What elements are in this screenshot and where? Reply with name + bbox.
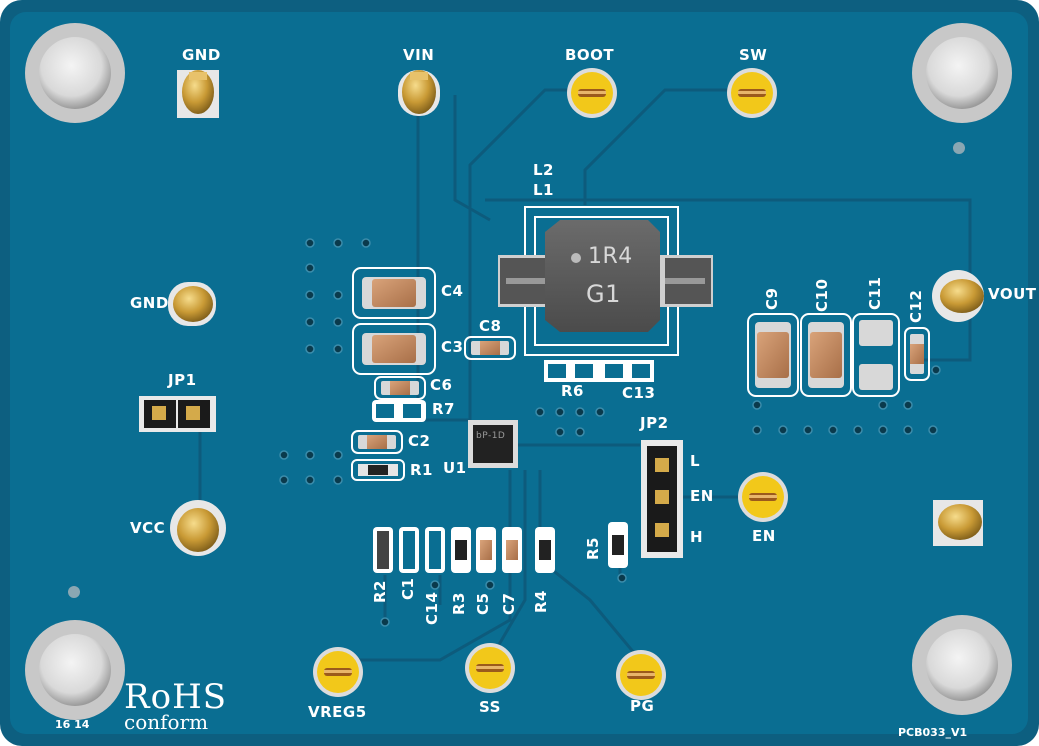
refdes-r2: R2: [371, 580, 389, 603]
capacitor-c11: [852, 313, 900, 397]
refdes-r4: R4: [532, 590, 550, 613]
capacitor-c3: [352, 323, 436, 375]
mounting-hole-bottom-right: [912, 615, 1012, 715]
refdes-c7: C7: [500, 592, 518, 615]
refdes-c2: C2: [408, 432, 431, 450]
inductor-marking-2: G1: [586, 280, 621, 308]
label-vcc: VCC: [130, 519, 166, 537]
ic-u1: [468, 420, 518, 468]
inductor-l1: [498, 206, 713, 356]
testpoint-sw: [727, 68, 777, 118]
label-ss: SS: [479, 698, 501, 716]
refdes-r6: R6: [561, 382, 584, 400]
testpoint-boot: [567, 68, 617, 118]
refdes-c1: C1: [399, 577, 417, 600]
refdes-c13: C13: [622, 384, 656, 402]
mounting-hole-bottom-left: [25, 620, 125, 720]
terminal-vout: [932, 270, 984, 322]
refdes-l1: L1: [533, 181, 554, 199]
label-sw: SW: [739, 46, 768, 64]
label-gnd-top: GND: [182, 46, 221, 64]
jp2-label-en: EN: [690, 487, 714, 505]
refdes-r3: R3: [450, 592, 468, 615]
label-vreg5: VREG5: [308, 703, 367, 721]
terminal-vcc: [170, 500, 226, 556]
jumper-jp2: [641, 440, 683, 558]
rohs-title: RoHS: [124, 677, 228, 717]
terminal-right: [933, 500, 983, 546]
mounting-hole-top-right: [912, 23, 1012, 123]
label-vout: VOUT: [988, 285, 1037, 303]
capacitor-c12: [904, 327, 930, 381]
label-boot: BOOT: [565, 46, 615, 64]
label-en: EN: [752, 527, 776, 545]
resistor-r1: [351, 459, 405, 481]
label-gnd-left: GND: [130, 294, 169, 312]
ic-marking: bP-1D: [476, 431, 506, 441]
testpoint-vreg5: [313, 647, 363, 697]
label-vin: VIN: [403, 46, 435, 64]
date-code: 16 14: [55, 718, 90, 731]
refdes-c11: C11: [866, 276, 884, 310]
refdes-jp2: JP2: [640, 414, 669, 432]
refdes-r1: R1: [410, 461, 433, 479]
refdes-c10: C10: [813, 278, 831, 312]
capacitor-c9: [747, 313, 799, 397]
terminal-gnd-left: [168, 282, 216, 326]
testpoint-ss: [465, 643, 515, 693]
capacitor-c4: [352, 267, 436, 319]
inductor-marking-1: 1R4: [588, 244, 633, 269]
vias: [279, 238, 941, 627]
testpoint-en: [738, 472, 788, 522]
jumper-jp1: [139, 396, 216, 432]
terminal-gnd-top: [177, 70, 219, 118]
refdes-c4: C4: [441, 282, 464, 300]
refdes-c9: C9: [763, 287, 781, 310]
refdes-c3: C3: [441, 338, 464, 356]
ground-pour: [10, 12, 1028, 734]
bottom-row-components: [373, 522, 628, 573]
refdes-u1: U1: [443, 459, 467, 477]
jp2-label-h: H: [690, 528, 704, 546]
capacitor-c8: [464, 336, 516, 360]
refdes-r5: R5: [584, 537, 602, 560]
label-pg: PG: [630, 697, 655, 715]
refdes-r7: R7: [432, 400, 455, 418]
refdes-c14: C14: [423, 591, 441, 625]
refdes-jp1: JP1: [168, 371, 197, 389]
rohs-mark: RoHS conform: [124, 680, 227, 732]
terminal-vin: [398, 70, 440, 116]
resistor-r6-c13: [544, 360, 654, 382]
refdes-c12: C12: [907, 289, 925, 323]
mounting-hole-top-left: [25, 23, 125, 123]
refdes-c8: C8: [479, 317, 502, 335]
capacitor-c6: [374, 376, 426, 400]
refdes-l2: L2: [533, 161, 554, 179]
testpoint-pg: [616, 650, 666, 700]
capacitor-c10: [800, 313, 852, 397]
board-name: PCB033_V1: [898, 726, 968, 739]
rohs-subtitle: conform: [124, 710, 209, 734]
refdes-c5: C5: [474, 592, 492, 615]
capacitor-c2: [351, 430, 403, 454]
jp2-label-l: L: [690, 452, 701, 470]
mounting-holes: [25, 23, 1012, 720]
resistor-r7: [372, 400, 426, 422]
refdes-c6: C6: [430, 376, 453, 394]
